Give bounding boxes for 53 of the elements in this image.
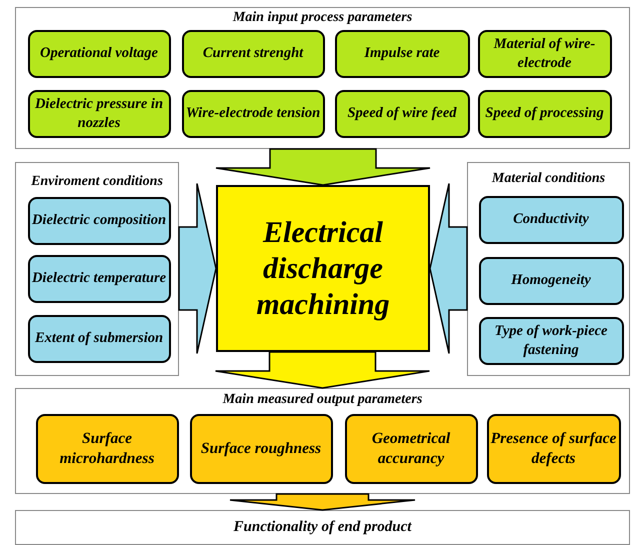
group-panel <box>15 162 179 376</box>
parameter-box <box>28 314 170 362</box>
panel-title: Main input process parameters <box>232 10 412 26</box>
box-label: Wire-electrode tension <box>186 104 320 123</box>
box-label: Type of work-piece fastening <box>494 322 608 359</box>
process-box <box>216 185 430 352</box>
parameter-box <box>182 30 324 78</box>
panel-title: Material conditions <box>492 171 606 186</box>
parameter-box <box>334 30 470 78</box>
box-label: Speed of wire feed <box>347 104 457 123</box>
group-panel <box>15 7 630 149</box>
parameter-box <box>478 30 612 78</box>
block-arrow <box>178 182 217 354</box>
panel-title: Main measured output parameters <box>222 392 422 408</box>
parameter-box <box>486 414 620 484</box>
box-label: Material of wire-electrode <box>492 35 596 72</box>
block-arrow <box>215 148 431 186</box>
box-label: Operational voltage <box>40 44 158 63</box>
parameter-box <box>478 90 612 138</box>
box-label: Current strenght <box>202 44 304 63</box>
group-panel <box>467 162 630 376</box>
parameter-box <box>36 414 178 484</box>
parameter-box <box>478 256 624 304</box>
block-arrow <box>429 182 468 354</box>
box-label: Dielectric composition <box>32 211 166 230</box>
parameter-box <box>478 316 624 364</box>
box-label: Surface roughness <box>200 438 322 458</box>
parameter-box <box>344 414 478 484</box>
box-label: Surface microhardness <box>58 429 156 468</box>
parameter-box <box>334 90 470 138</box>
process-label: Electrical discharge machining <box>255 214 391 322</box>
group-panel <box>15 388 630 494</box>
parameter-box <box>28 90 170 138</box>
box-label: Conductivity <box>513 210 589 229</box>
panel-title: Enviroment conditions <box>31 174 163 190</box>
parameter-box <box>478 196 624 244</box>
box-label: Impulse rate <box>364 44 440 63</box>
parameter-box <box>28 196 170 244</box>
box-label: Extent of submersion <box>34 329 164 348</box>
block-arrow <box>229 493 416 511</box>
box-label: Presence of surface defects <box>490 429 616 468</box>
box-label: Dielectric pressure in nozzles <box>34 95 164 132</box>
parameter-box <box>182 90 324 138</box>
box-label: Homogeneity <box>511 271 591 290</box>
panel-title: Functionality of end product <box>234 519 412 536</box>
parameter-box <box>28 254 170 302</box>
box-label: Speed of processing <box>485 104 604 123</box>
box-label: Dielectric temperature <box>32 269 166 288</box>
parameter-box <box>28 30 170 78</box>
group-panel <box>15 510 630 545</box>
box-label: Geometrical accurancy <box>370 429 452 468</box>
block-arrow <box>214 351 430 389</box>
parameter-box <box>190 414 332 484</box>
